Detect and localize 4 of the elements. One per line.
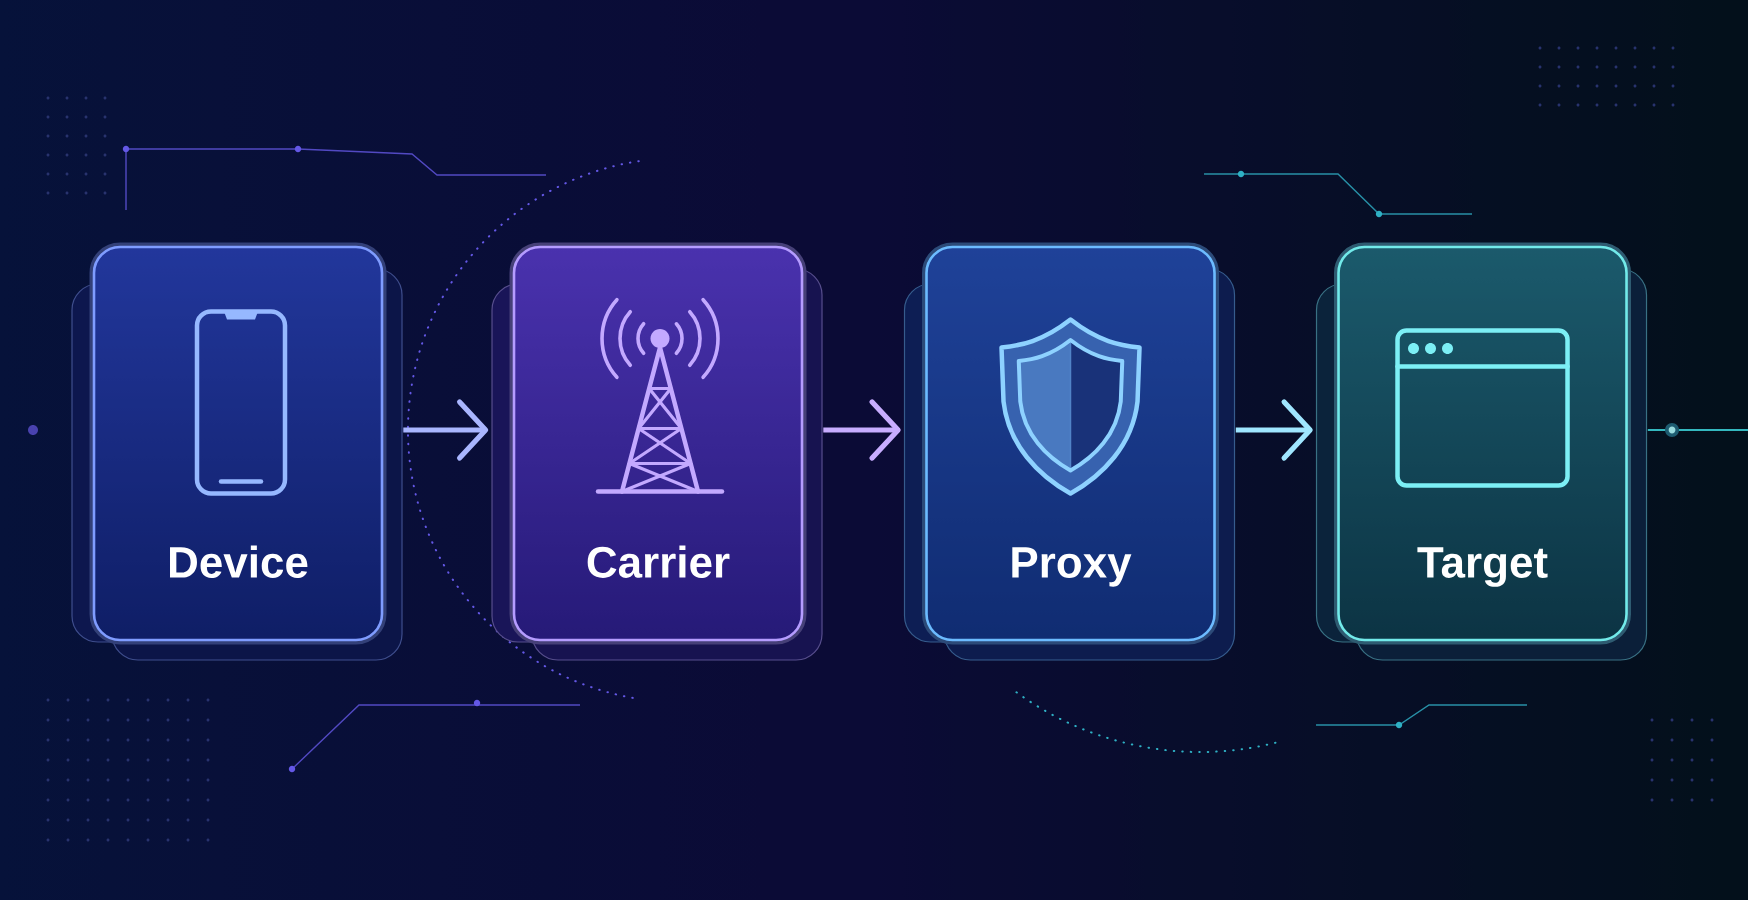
step-card: Device [89,242,387,645]
connector-line [1647,428,1748,432]
step-card: Carrier [509,242,807,645]
step-card: Target [1334,242,1631,645]
